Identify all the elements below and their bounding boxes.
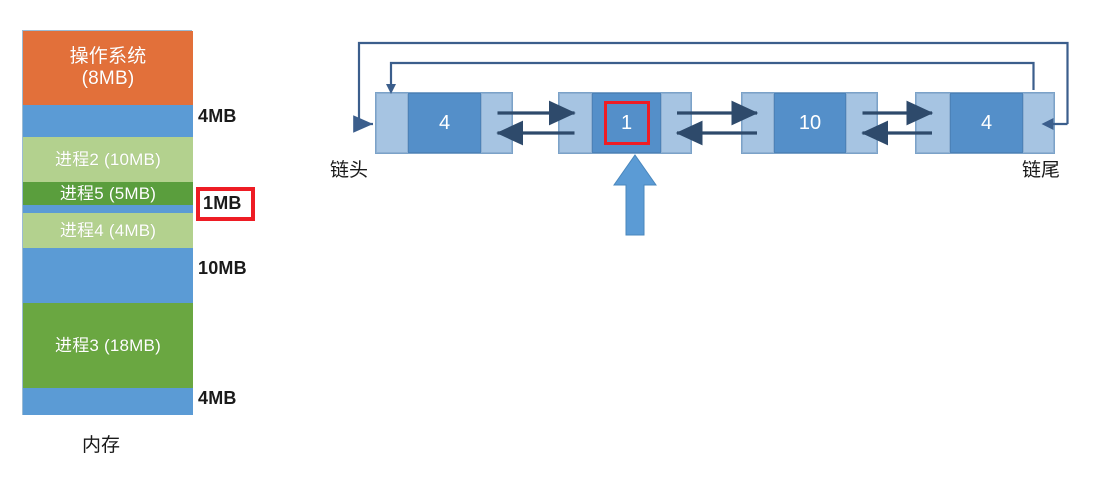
wrap-link-arrow — [389, 61, 1035, 90]
memory-block-process: 进程3 (18MB) — [23, 303, 193, 388]
memory-size-label: 4MB — [198, 388, 237, 408]
node-next-pointer-cell — [1023, 93, 1054, 153]
node-prev-pointer-cell — [916, 93, 950, 153]
node-next-pointer-cell — [661, 93, 691, 153]
node-value-cell: 4 — [950, 93, 1023, 153]
memory-block-free — [23, 388, 193, 415]
memory-block-process: 操作系统 (8MB) — [23, 31, 193, 105]
memory-block-process: 进程5 (5MB) — [23, 182, 193, 205]
list-node: 10 — [741, 92, 878, 154]
memory-caption: 内存 — [82, 435, 121, 456]
list-node: 4 — [915, 92, 1055, 154]
node-value-text: 10 — [798, 111, 822, 134]
chain-tail-label: 链尾 — [1022, 160, 1061, 181]
list-node: 4 — [375, 92, 513, 154]
memory-block-process: 进程2 (10MB) — [23, 137, 193, 182]
node-next-pointer-cell — [481, 93, 512, 153]
node-prev-pointer-cell — [742, 93, 774, 153]
memory-column: 操作系统 (8MB) 进程2 (10MB)进程5 (5MB) 进程4 (4MB) 进程… — [22, 30, 193, 415]
node-prev-pointer-cell — [559, 93, 592, 153]
chain-head-label: 链头 — [330, 160, 369, 181]
current-pointer-arrow — [613, 154, 657, 236]
node-prev-pointer-cell — [376, 93, 408, 153]
memory-size-label: 4MB — [198, 106, 237, 126]
memory-block-free — [23, 248, 193, 303]
node-value-text: 1 — [620, 111, 633, 134]
node-value-cell: 10 — [774, 93, 846, 153]
memory-block-free — [23, 205, 193, 213]
memory-size-label: 10MB — [198, 258, 247, 278]
node-value-text: 4 — [980, 111, 993, 134]
node-value-cell: 4 — [408, 93, 481, 153]
node-value-cell: 1 — [592, 93, 661, 153]
memory-block-process: 进程4 (4MB) — [23, 213, 193, 248]
node-value-text: 4 — [438, 111, 451, 134]
memory-block-free — [23, 105, 193, 137]
list-node: 1 — [558, 92, 692, 154]
node-next-pointer-cell — [846, 93, 877, 153]
memory-size-label: 1MB — [203, 193, 242, 213]
one-mb-highlight-box — [196, 187, 255, 221]
